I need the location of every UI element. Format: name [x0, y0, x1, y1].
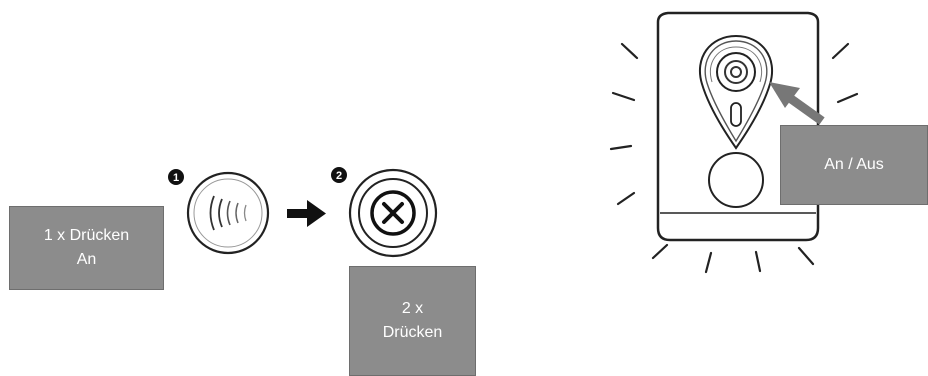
step1-number: 1 — [173, 172, 179, 184]
on-off-label: An / Aus — [780, 125, 928, 205]
press-twice-label: 2 x Drücken — [349, 266, 476, 376]
close-x-icon — [348, 168, 438, 258]
right-arrow-icon — [287, 200, 326, 227]
press-once-line1: 1 x Drücken — [43, 227, 130, 244]
pointer-arrow-icon — [769, 82, 825, 125]
on-off-text: An / Aus — [824, 156, 884, 173]
press-twice-line2: Drücken — [382, 324, 443, 341]
device-body — [656, 11, 820, 242]
nfc-tap-icon — [186, 171, 270, 255]
press-once-line2: An — [76, 251, 97, 268]
step1-badge: 1 — [168, 169, 184, 185]
press-twice-line1: 2 x — [401, 300, 424, 317]
press-once-label: 1 x Drücken An — [9, 206, 164, 290]
step2-badge: 2 — [331, 167, 347, 183]
step2-number: 2 — [336, 170, 342, 182]
